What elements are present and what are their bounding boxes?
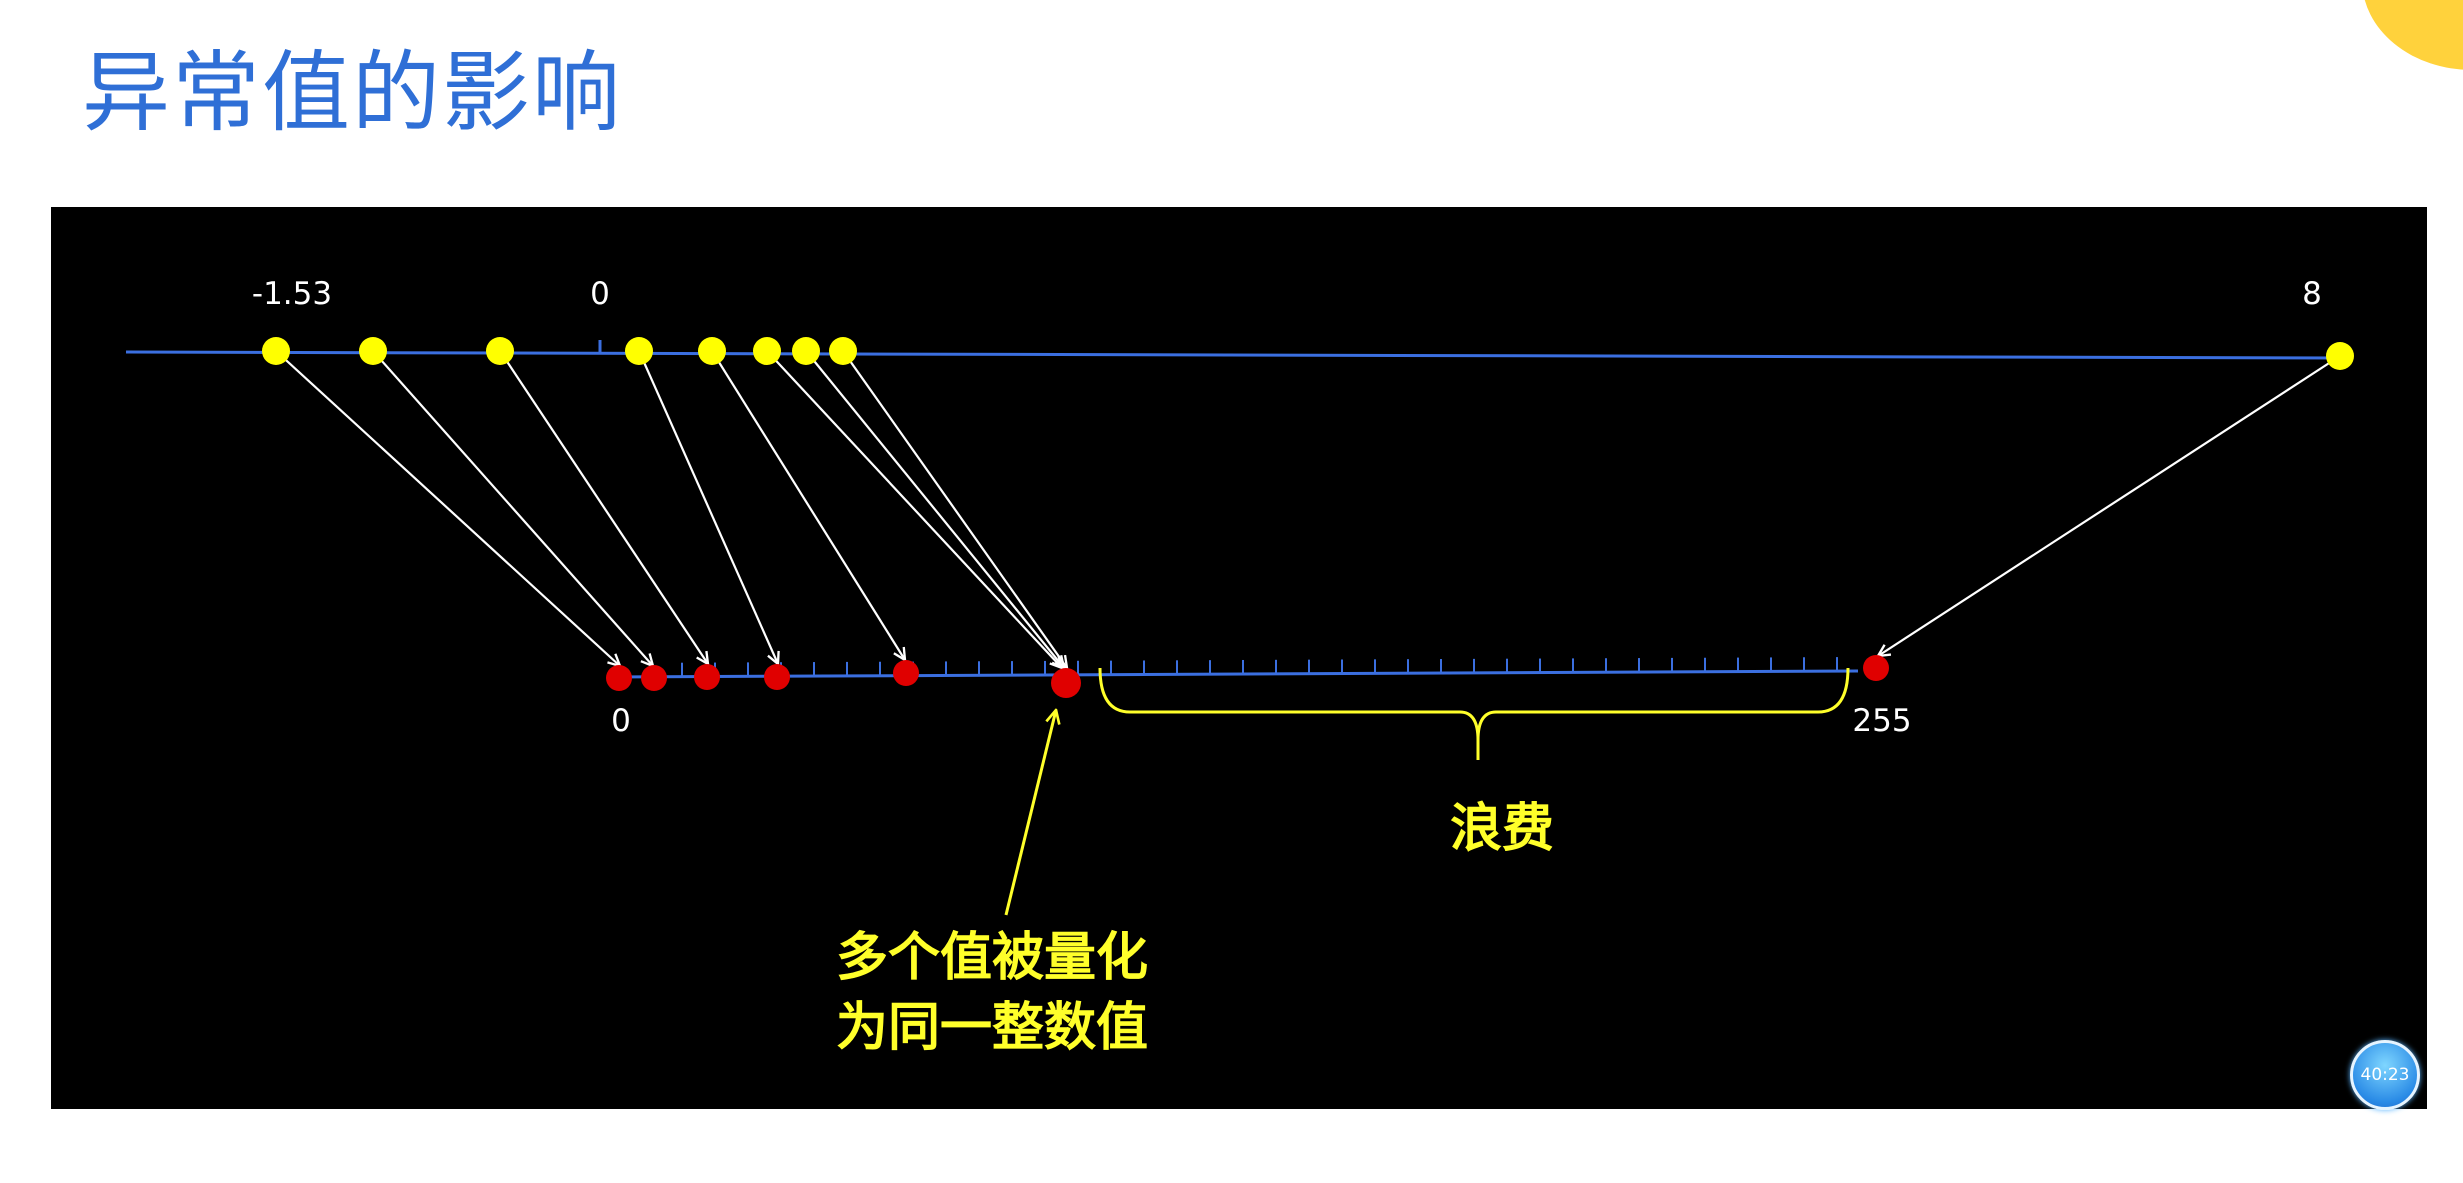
collision-label-line2: 为同一整数值 — [836, 998, 1148, 1058]
int-max-label: 255 — [1852, 703, 1911, 739]
float-point — [486, 337, 514, 365]
timer-badge[interactable]: 40:23 — [2350, 1040, 2420, 1110]
float-max-label: 8 — [2302, 276, 2322, 312]
page-title: 异常值的影响 — [82, 41, 623, 144]
quantized-point — [606, 665, 632, 691]
mapping-arrow — [842, 350, 1067, 668]
mapping-arrow — [711, 350, 905, 660]
mapping-arrow — [372, 350, 653, 666]
float-point — [359, 337, 387, 365]
quantized-point — [641, 665, 667, 691]
mapping-arrow — [805, 350, 1064, 668]
mapping-arrow — [499, 350, 708, 664]
quantized-point — [1051, 668, 1081, 698]
float-points — [262, 337, 2354, 370]
quantized-point — [694, 664, 720, 690]
int-axis-line — [619, 669, 1859, 679]
float-point — [625, 337, 653, 365]
float-point — [753, 337, 781, 365]
collision-arrow — [1004, 710, 1056, 916]
mapping-arrow — [637, 350, 778, 664]
mapping-arrow — [275, 350, 620, 666]
float-point — [262, 337, 290, 365]
waste-brace — [1098, 667, 1850, 760]
float-min-label: -1.53 — [252, 276, 332, 312]
mapping-arrow — [1878, 355, 2341, 656]
quantized-point — [1863, 655, 1889, 681]
float-point — [792, 337, 820, 365]
int-min-label: 0 — [611, 703, 631, 739]
mapping-arrow — [766, 350, 1062, 668]
quantized-point — [893, 660, 919, 686]
float-point — [829, 337, 857, 365]
waste-label: 浪费 — [1450, 799, 1554, 859]
float-point — [2326, 342, 2354, 370]
quantized-point — [764, 664, 790, 690]
float-zero-label: 0 — [590, 276, 610, 312]
collision-label-line1: 多个值被量化 — [836, 928, 1148, 988]
quantized-points — [606, 655, 1889, 698]
float-point — [698, 337, 726, 365]
float-axis-line — [125, 350, 2344, 360]
mapping-arrows — [275, 350, 2341, 668]
